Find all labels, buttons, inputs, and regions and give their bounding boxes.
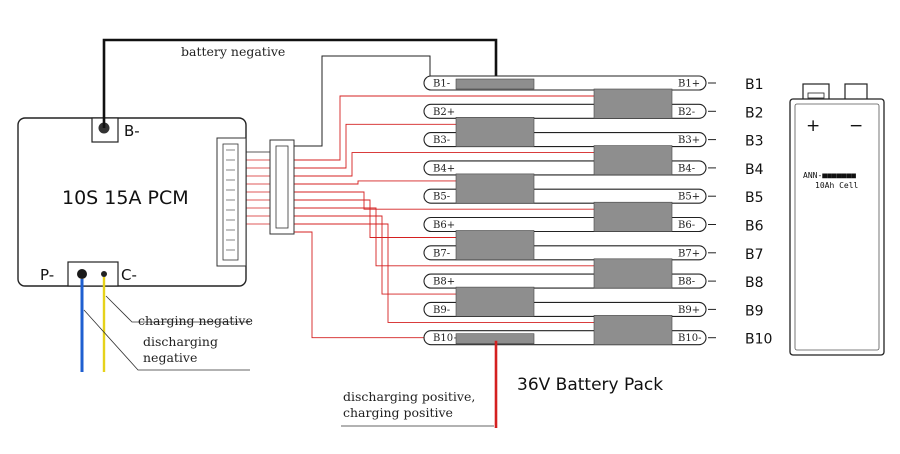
balance-wire	[294, 180, 456, 185]
cell-left-label: B5-	[433, 192, 450, 203]
cell-tag: B3	[745, 134, 764, 150]
balance-wire	[294, 223, 594, 323]
cell-tag: B5	[745, 190, 764, 206]
balance-wire	[294, 199, 456, 238]
cell-right-label: B6-	[678, 220, 695, 231]
discharging-negative-label-1: discharging	[143, 334, 218, 349]
battery-negative-wire	[102, 38, 498, 128]
cell-right-label: B5+	[678, 192, 700, 203]
cell-right-label: B1+	[678, 79, 700, 90]
cell-left-label: B3-	[433, 135, 450, 146]
cell-illustration: + − ANN-■■■■■■■ 10Ah Cell	[789, 83, 885, 356]
cell-tag: B2	[745, 105, 764, 121]
b1-negative-strip	[455, 78, 535, 90]
battery-negative-label: battery negative	[181, 44, 285, 59]
b0-sense-wire	[294, 55, 431, 147]
discharging-positive-label-2: charging positive	[343, 405, 453, 420]
discharging-negative-label-2: negative	[143, 350, 197, 365]
cell-left-label: B9-	[433, 305, 450, 316]
series-strip	[593, 201, 673, 232]
c-minus-pin-icon	[101, 271, 107, 277]
b-minus-label: B-	[124, 122, 140, 140]
charging-negative-label: charging negative	[138, 313, 253, 328]
balance-wire	[294, 152, 594, 177]
cell-tag: B9	[745, 303, 764, 319]
balance-wire	[294, 215, 456, 295]
cell-plus-sign: +	[806, 116, 820, 136]
series-strip	[593, 145, 673, 176]
cell-model-text: ANN-■■■■■■■	[803, 171, 856, 180]
pcm-title: 10S 15A PCM	[62, 187, 189, 209]
cell-minus-sign: −	[849, 116, 863, 136]
cell-right-label: B7+	[678, 248, 700, 259]
cell-capacity-text: 10Ah Cell	[815, 181, 859, 190]
output-terminal-block	[67, 261, 119, 287]
cell-right-label: B4-	[678, 163, 695, 174]
cell-right-label: B10-	[678, 333, 701, 344]
cell-left-label: B2+	[433, 107, 455, 118]
series-strip	[455, 117, 535, 147]
pcm-board: 10S 15A PCM B- P- C-	[17, 117, 247, 287]
cell-tag: B10	[745, 332, 772, 348]
cell-left-label: B1-	[433, 79, 450, 90]
balance-wire	[294, 207, 594, 267]
cell-right-label: B8-	[678, 277, 695, 288]
balance-wire	[294, 95, 594, 161]
p-minus-label: P-	[40, 266, 54, 284]
c-minus-label: C-	[121, 266, 137, 284]
series-strip	[593, 88, 673, 119]
cell-right-label: B9+	[678, 305, 700, 316]
series-strip	[455, 230, 535, 261]
b10-sense-wire	[294, 231, 456, 339]
series-strip	[455, 173, 535, 204]
cell-tag: B8	[745, 275, 764, 291]
balance-plug	[269, 139, 295, 235]
cell-left-label: B10+	[433, 333, 461, 344]
balance-wire	[294, 191, 594, 210]
pack-title: 36V Battery Pack	[517, 375, 663, 395]
series-strip	[593, 315, 673, 345]
series-strip	[593, 258, 673, 289]
balance-wires	[246, 95, 594, 339]
cell-tag: B1	[745, 77, 764, 93]
cell-left-label: B4+	[433, 163, 455, 174]
cell-right-label: B3+	[678, 135, 700, 146]
cell-tag: B7	[745, 247, 764, 263]
cell-tag: B6	[745, 219, 764, 235]
p-minus-screw-icon	[77, 269, 87, 279]
discharging-negative-leader	[83, 309, 250, 371]
cell-left-label: B7-	[433, 248, 450, 259]
balance-wire	[294, 123, 456, 169]
discharging-positive-label-1: discharging positive,	[343, 389, 475, 404]
charging-negative-leader	[105, 295, 250, 323]
cell-left-label: B8+	[433, 277, 455, 288]
cell-tag: B4	[745, 162, 764, 178]
cell-right-label: B2-	[678, 107, 695, 118]
series-strip	[455, 286, 535, 317]
cell-left-label: B6+	[433, 220, 455, 231]
